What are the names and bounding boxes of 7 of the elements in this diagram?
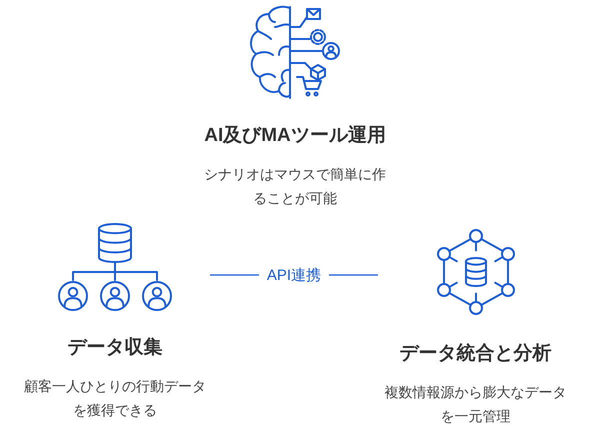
- heading: AI及びMAツール運用: [204, 124, 386, 148]
- heading: データ収集: [68, 336, 162, 360]
- description: 顧客一人ひとりの行動データを獲得できる: [23, 377, 207, 420]
- edge-label: API連携: [258, 266, 330, 284]
- heading: データ統合と分析: [400, 342, 552, 366]
- description: シナリオはマウスで簡単に作ることが可能: [203, 165, 387, 208]
- description: 複数情報源から膨大なデータを一元管理: [384, 383, 568, 426]
